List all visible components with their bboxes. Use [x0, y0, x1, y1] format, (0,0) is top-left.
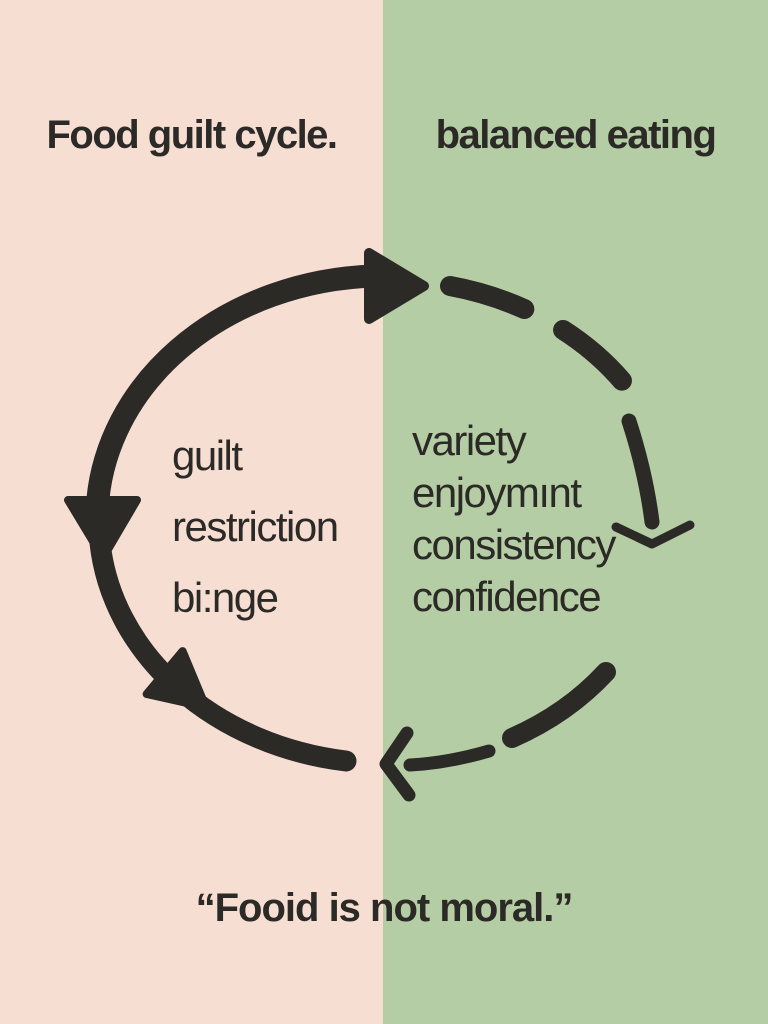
solid-arc-top-left [85, 264, 387, 530]
arrowhead-right-down-icon [611, 520, 695, 549]
dashed-arc-top-right [440, 276, 638, 398]
guilt-cycle-word: guilt [172, 432, 243, 479]
arrowhead-left-down-icon [64, 496, 141, 562]
guilt-cycle-word: restriction [172, 503, 339, 550]
arrowhead-top-right-icon [364, 248, 429, 324]
balanced-eating-word: enjoymınt [412, 469, 582, 516]
balanced-eating-word-list: variety enjoymınt consistency confidence [412, 415, 616, 623]
bottom-quote: “Fooid is not moral.” [195, 886, 574, 930]
arrowhead-bottom-left-icon [142, 647, 210, 712]
balanced-eating-word: consistency [412, 521, 616, 568]
guilt-cycle-word-list: guilt restriction bi:nge [172, 420, 339, 633]
right-panel-background [383, 0, 768, 1024]
guilt-cycle-word: bi:nge [172, 574, 279, 621]
dashed-arc-bottom-right [502, 662, 616, 748]
left-panel-title: Food guilt cycle. [46, 113, 338, 157]
left-panel-background [0, 0, 383, 1024]
right-panel-title: balanced eating [435, 113, 717, 157]
arrow-right-stroke [621, 413, 660, 530]
arrow-bottom-stroke [403, 744, 496, 772]
balanced-eating-word: variety [412, 417, 527, 464]
balanced-eating-word: confidence [412, 573, 602, 620]
arrowhead-bottom-left-chevron-icon [379, 726, 416, 802]
